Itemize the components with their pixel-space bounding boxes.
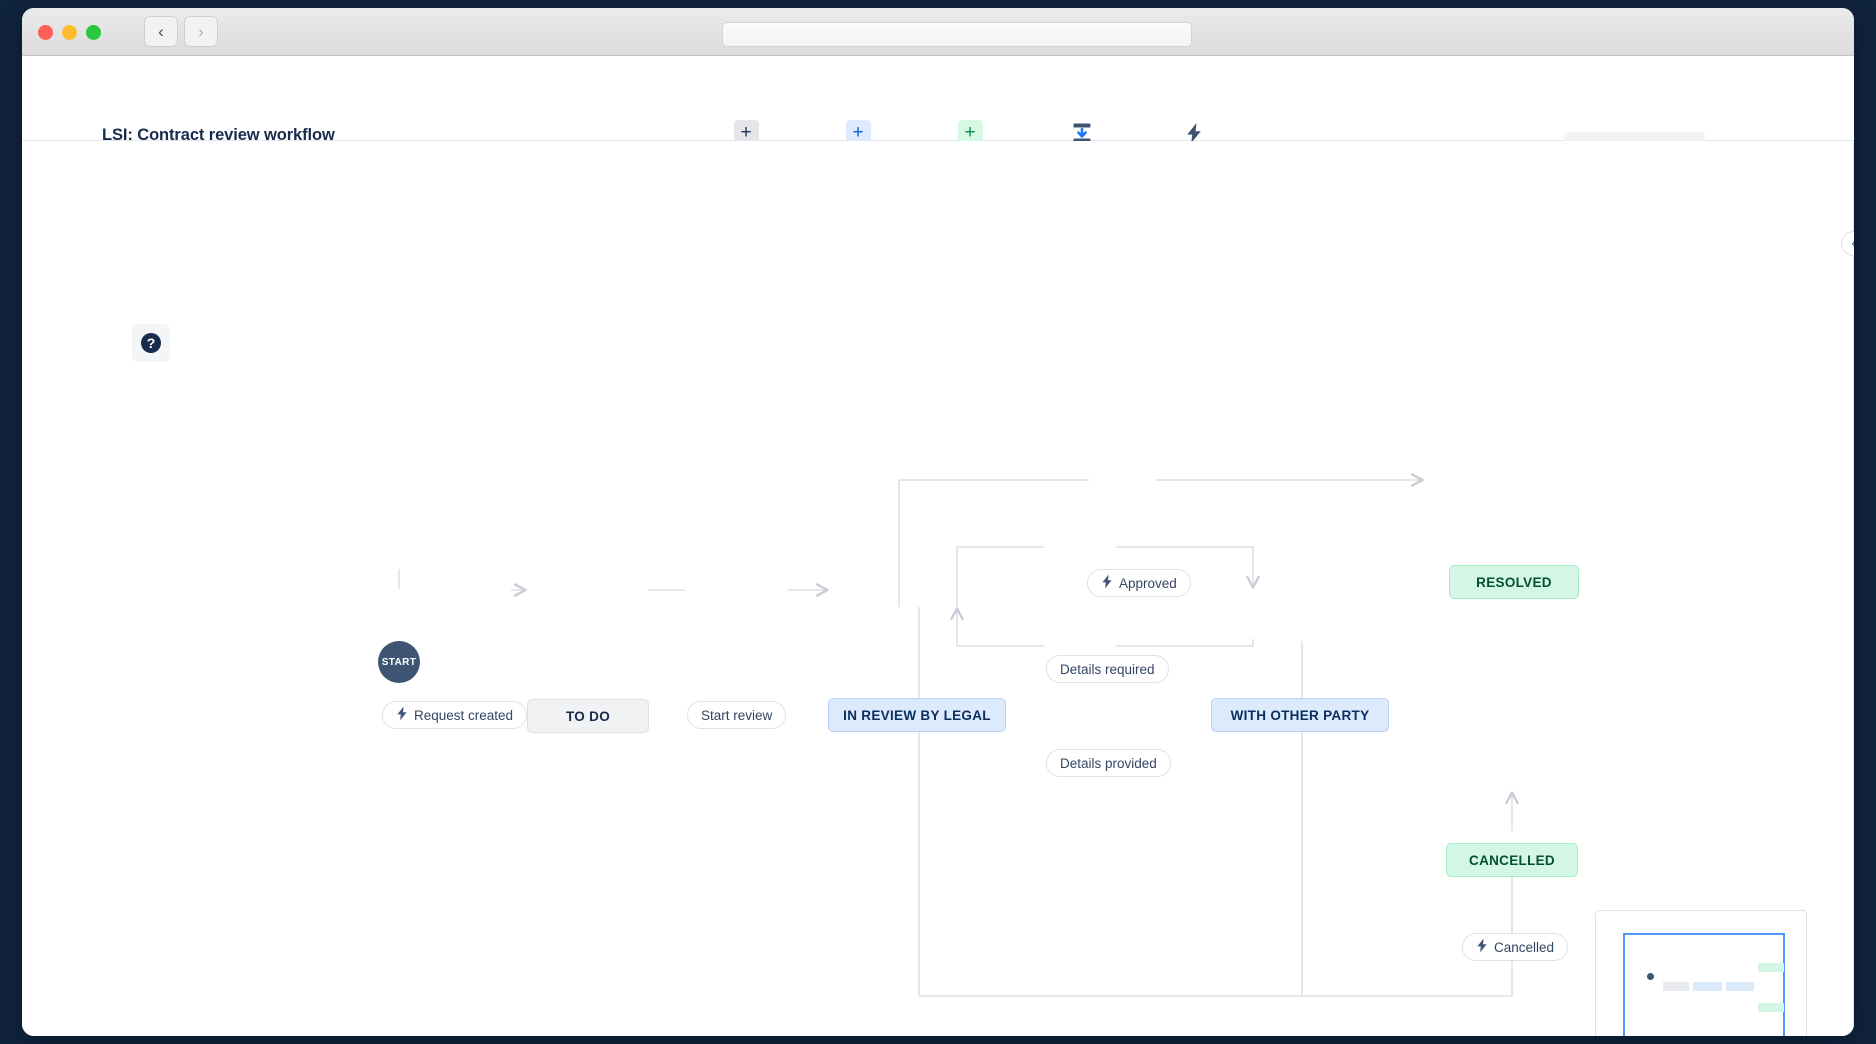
transition-label: Request created: [414, 707, 514, 723]
node-with-other-party[interactable]: WITH OTHER PARTY: [1211, 698, 1389, 732]
back-icon[interactable]: ‹: [144, 16, 178, 47]
close-window-button[interactable]: [38, 25, 53, 40]
minimap-viewport[interactable]: [1623, 933, 1785, 1036]
transition-approved[interactable]: Approved: [1087, 569, 1191, 597]
node-resolved[interactable]: RESOLVED: [1449, 565, 1579, 599]
transition-label: Approved: [1119, 575, 1177, 591]
right-panel-divider: ‹: [1841, 141, 1854, 1036]
transition-label: Details provided: [1060, 755, 1157, 771]
navigation-buttons: ‹ ›: [144, 16, 218, 47]
transition-details-required[interactable]: Details required: [1046, 655, 1169, 683]
minimap-node-resolved: [1758, 963, 1784, 972]
transition-details-provided[interactable]: Details provided: [1046, 749, 1171, 777]
plus-icon: +: [733, 120, 759, 145]
lightning-bolt-icon: [1182, 120, 1207, 145]
minimize-window-button[interactable]: [62, 25, 77, 40]
transition-start-review[interactable]: Start review: [687, 701, 787, 729]
workflow-diagram: START Request created TO DO Start review…: [22, 141, 1854, 1036]
plus-icon: +: [957, 120, 983, 145]
minimap-node-cancelled: [1758, 1003, 1784, 1012]
minimap-node-with-other: [1726, 982, 1754, 991]
lightning-bolt-icon: [1101, 574, 1113, 592]
workflow-edges: [398, 473, 1519, 997]
node-start[interactable]: START: [378, 641, 420, 683]
forward-icon[interactable]: ›: [184, 16, 218, 47]
minimap-node-todo: [1663, 982, 1689, 991]
node-todo[interactable]: TO DO: [527, 699, 649, 733]
help-icon[interactable]: ?: [132, 324, 170, 362]
lightning-bolt-icon: [396, 706, 408, 724]
transition-label: Start review: [701, 707, 773, 723]
browser-window: ‹ › LSI: Contract review workflow Used i…: [22, 8, 1854, 1036]
transition-label: Details required: [1060, 661, 1155, 677]
node-cancelled[interactable]: CANCELLED: [1446, 843, 1578, 877]
transition-cancelled[interactable]: Cancelled: [1462, 933, 1569, 961]
page-title: LSI: Contract review workflow: [102, 126, 335, 144]
plus-icon: +: [845, 120, 871, 145]
maximize-window-button[interactable]: [86, 25, 101, 40]
svg-text:?: ?: [147, 335, 156, 351]
address-bar[interactable]: [722, 22, 1192, 47]
browser-chrome: ‹ ›: [22, 8, 1854, 56]
transition-label: Cancelled: [1494, 939, 1555, 955]
minimap-node-start: [1647, 973, 1654, 980]
minimap[interactable]: [1595, 910, 1807, 1036]
app-header: LSI: Contract review workflow Used in 1 …: [22, 56, 1854, 182]
minimap-node-in-review: [1693, 982, 1722, 991]
traffic-lights: [38, 25, 101, 40]
workflow-canvas[interactable]: ?: [22, 141, 1854, 1036]
lightning-bolt-icon: [1476, 938, 1488, 956]
node-in-review-by-legal[interactable]: IN REVIEW BY LEGAL: [828, 698, 1006, 732]
transition-request-created[interactable]: Request created: [382, 701, 528, 729]
